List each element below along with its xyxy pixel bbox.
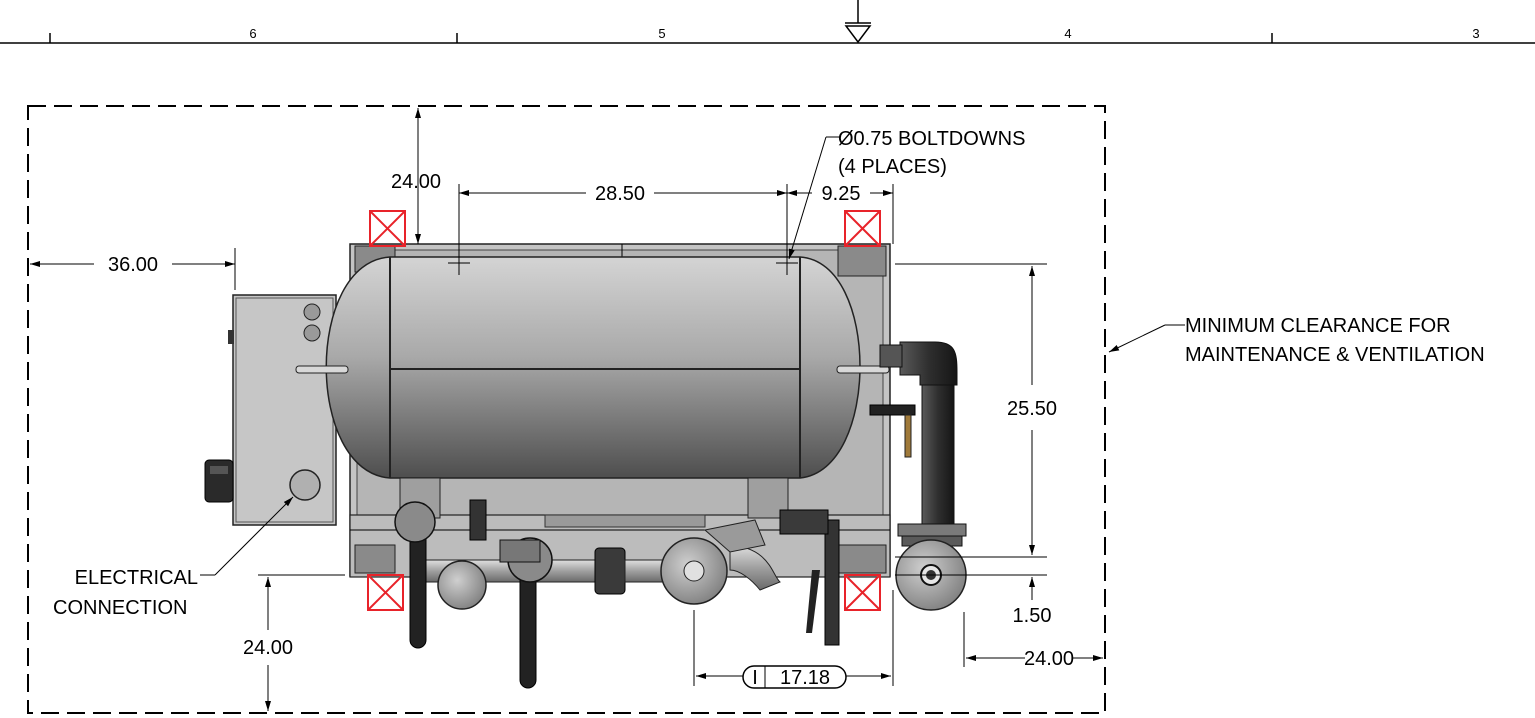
- dim-top-clearance: 24.00: [391, 171, 441, 193]
- boltdown-marker-icon: [844, 574, 881, 611]
- tank: [295, 256, 890, 519]
- boltdown-marker-icon: [369, 210, 406, 247]
- boltdown-marker-icon: [844, 210, 881, 247]
- equipment-assembly: [204, 210, 967, 689]
- dim-bolt-span: 28.50: [595, 183, 645, 205]
- dim-right-clearance: 24.00: [1024, 648, 1074, 670]
- callouts: Ø0.75 BOLTDOWNS (4 PLACES) MINIMUM CLEAR…: [53, 128, 1485, 619]
- dimension-lines: [30, 108, 1103, 711]
- callout-clearance-line1: MINIMUM CLEARANCE FOR: [1185, 315, 1451, 337]
- callout-boltdowns-qty: (4 PLACES): [838, 156, 947, 178]
- clearance-envelope: [27, 105, 1106, 714]
- drawing-border: 6 5 4 3: [0, 0, 1535, 44]
- right-pipe-assembly: [869, 341, 967, 547]
- boltdown-marker-icon: [367, 574, 404, 611]
- dim-left-clearance: 36.00: [108, 254, 158, 276]
- zone-label: 5: [658, 26, 665, 41]
- boltdown-markers: [367, 210, 881, 611]
- dim-height: 25.50: [1007, 398, 1057, 420]
- callout-electrical-line2: CONNECTION: [53, 597, 187, 619]
- dimension-values: 24.00 28.50 9.25 36.00 25.50 1.50 24.00 …: [108, 171, 1074, 689]
- centering-mark-icon: [844, 0, 872, 44]
- callout-clearance-line2: MAINTENANCE & VENTILATION: [1185, 344, 1485, 366]
- callout-boltdowns: Ø0.75 BOLTDOWNS: [838, 128, 1025, 150]
- callout-electrical-line1: ELECTRICAL: [75, 567, 198, 589]
- bolt-center-marks: [448, 252, 798, 275]
- zone-label: 4: [1064, 26, 1071, 41]
- dim-bolt-offset: 9.25: [822, 183, 861, 205]
- dim-base-offset: 1.50: [1013, 605, 1052, 627]
- dim-inlet-flag: I: [752, 667, 758, 689]
- zone-label: 6: [249, 26, 256, 41]
- dim-inlet-offset: 17.18: [780, 667, 830, 689]
- dim-bottom-clearance: 24.00: [243, 637, 293, 659]
- electrical-enclosure: [232, 294, 337, 526]
- zone-label: 3: [1472, 26, 1479, 41]
